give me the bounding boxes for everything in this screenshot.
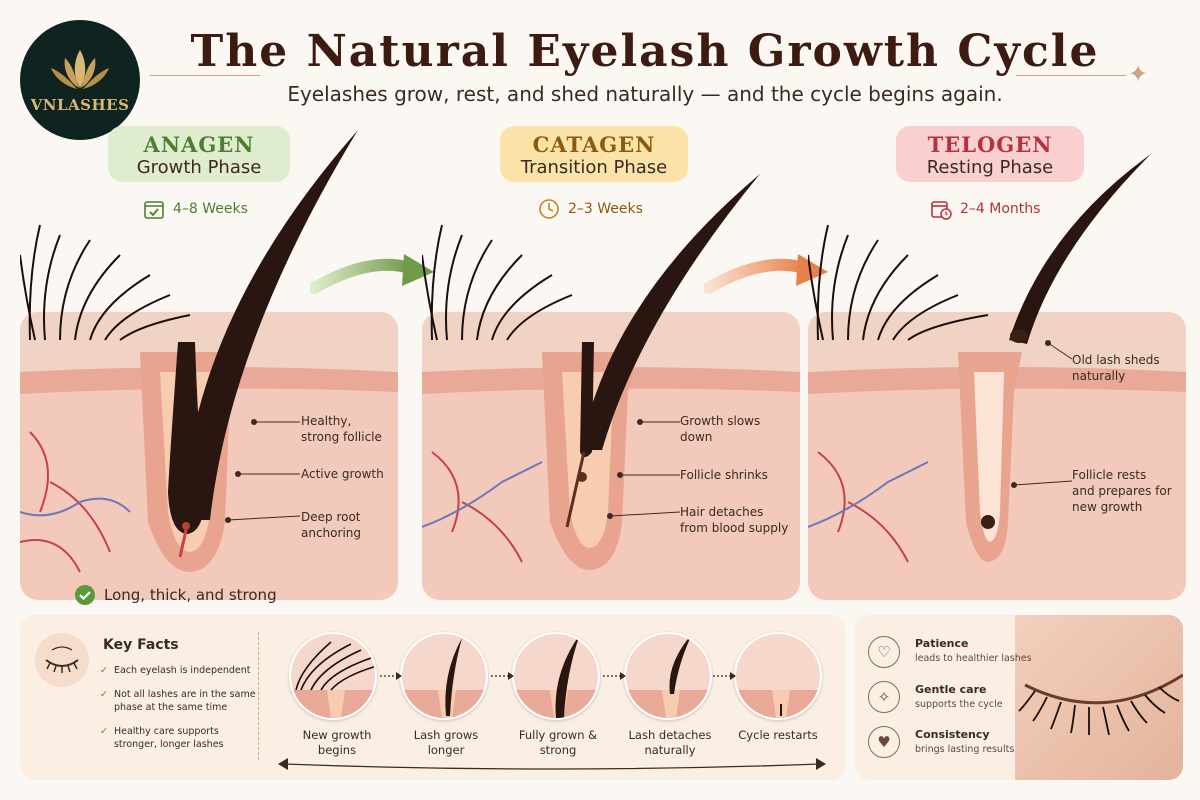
anagen-lash <box>182 130 358 520</box>
tip-title: Patience <box>915 637 969 650</box>
title-divider-right <box>1016 75 1126 76</box>
lotus-icon <box>51 50 109 89</box>
telogen-annotation-2: Follicle rests and prepares for new grow… <box>1072 468 1172 514</box>
tip-gentle-care: Gentle care supports the cycle <box>915 683 1003 712</box>
check-icon: ✓ <box>100 726 108 737</box>
key-fact-text: Not all lashes are in the same phase at … <box>113 689 256 713</box>
anagen-annotation-2: Active growth <box>301 467 384 481</box>
phase-name: CATAGEN <box>532 132 656 157</box>
tip-title: Gentle care <box>915 683 987 696</box>
phase-subtitle: Resting Phase <box>926 157 1054 178</box>
cycle-return-arrow <box>278 758 826 770</box>
duration-text: 2–4 Months <box>960 201 1041 217</box>
brand-logo: VNLASHES <box>20 20 140 140</box>
key-fact-item: ✓ Each eyelash is independent <box>100 664 260 677</box>
tip-text: brings lasting results <box>915 744 1015 755</box>
clock-icon <box>539 199 559 219</box>
phase-duration-telogen: 2–4 Months <box>930 198 1040 220</box>
step-fully-grown <box>512 632 602 720</box>
calendar-clock-icon <box>931 201 952 220</box>
phase-duration-anagen: 4–8 Weeks <box>143 198 248 220</box>
anagen-note-text: Long, thick, and strong <box>104 586 277 604</box>
phase-header-anagen: ANAGEN Growth Phase <box>108 126 290 182</box>
catagen-lash <box>580 174 760 450</box>
check-icon: ✓ <box>100 665 108 676</box>
anagen-eyelashes <box>20 224 191 341</box>
title-divider-left <box>150 75 260 76</box>
brand-name: VNLASHES <box>30 96 130 114</box>
step-cycle-restarts <box>734 632 824 720</box>
catagen-annotation-3: Hair detaches from blood supply <box>680 505 789 535</box>
care-tips-panel <box>855 615 1183 780</box>
phase-subtitle: Growth Phase <box>136 157 262 178</box>
telogen-leader-lines <box>1011 340 1073 488</box>
step-arrows <box>380 672 736 680</box>
arrow-anagen-to-catagen <box>310 254 434 294</box>
check-icon: ✓ <box>100 689 108 700</box>
closed-eye-photo <box>1015 615 1183 780</box>
anagen-note: Long, thick, and strong <box>74 584 277 606</box>
calendar-check-icon <box>144 201 164 219</box>
key-fact-item: ✓ Healthy care supports stronger, longer … <box>100 725 260 751</box>
sparkle-icon: ✧ <box>868 681 900 713</box>
anagen-annotation-1: Healthy, strong follicle <box>301 414 382 444</box>
tip-text: supports the cycle <box>915 699 1003 710</box>
phase-duration-catagen: 2–3 Weeks <box>538 198 643 220</box>
phase-header-catagen: CATAGEN Transition Phase <box>500 126 688 182</box>
step-label-4: Lash detaches naturally <box>628 728 712 757</box>
check-circle-icon <box>75 585 95 605</box>
phase-name: ANAGEN <box>143 132 255 157</box>
shield-heart-icon: ♡ <box>868 636 900 668</box>
step-label-2: Lash grows longer <box>413 728 479 757</box>
closed-eye-icon <box>35 633 89 687</box>
section-divider <box>258 632 259 760</box>
tip-text: leads to healthier lashes <box>915 653 1032 664</box>
key-fact-item: ✓ Not all lashes are in the same phase at… <box>100 688 260 714</box>
step-illustration <box>514 634 598 718</box>
catagen-leader-lines <box>607 419 681 519</box>
step-label-3: Fully grown & strong <box>518 728 598 757</box>
duration-text: 2–3 Weeks <box>568 201 643 217</box>
phase-subtitle: Transition Phase <box>520 157 668 178</box>
page-subtitle: Eyelashes grow, rest, and shed naturally… <box>287 82 1003 106</box>
step-illustration <box>736 634 820 718</box>
tip-title: Consistency <box>915 728 990 741</box>
step-label-1: New growth begins <box>302 728 372 757</box>
catagen-annotation-1: Growth slows down <box>680 414 761 444</box>
step-label-5: Cycle restarts <box>738 728 818 742</box>
step-illustration <box>291 634 375 718</box>
catagen-eyelashes <box>422 224 573 341</box>
step-lash-detaches <box>624 632 714 720</box>
arrow-catagen-to-telogen <box>704 254 828 294</box>
step-illustration <box>402 634 486 718</box>
telogen-annotation-1: Old lash sheds naturally <box>1072 353 1160 383</box>
duration-text: 4–8 Weeks <box>173 201 248 217</box>
key-fact-text: Each eyelash is independent <box>113 665 251 676</box>
panel-telogen <box>808 312 1186 600</box>
anagen-leader-lines <box>225 419 301 523</box>
telogen-follicle-illustration <box>808 312 1186 600</box>
telogen-shedding-lash <box>1009 154 1151 344</box>
key-facts-title: Key Facts <box>103 637 179 653</box>
tip-patience: Patience leads to healthier lashes <box>915 637 1032 666</box>
catagen-annotation-2: Follicle shrinks <box>680 468 768 482</box>
phase-name: TELOGEN <box>927 132 1053 157</box>
step-lash-grows <box>400 632 490 720</box>
tip-consistency: Consistency brings lasting results <box>915 728 1014 757</box>
hand-heart-icon: ♥ <box>868 726 900 758</box>
page-title: The Natural Eyelash Growth Cycle <box>190 26 1100 77</box>
telogen-eyelashes <box>808 224 989 341</box>
phase-header-telogen: TELOGEN Resting Phase <box>896 126 1084 182</box>
anagen-annotation-3: Deep root anchoring <box>301 510 361 540</box>
step-new-growth <box>289 632 379 720</box>
key-fact-text: Healthy care supports stronger, longer l… <box>113 726 224 750</box>
sparkle-icon: ✦ <box>1128 60 1149 88</box>
